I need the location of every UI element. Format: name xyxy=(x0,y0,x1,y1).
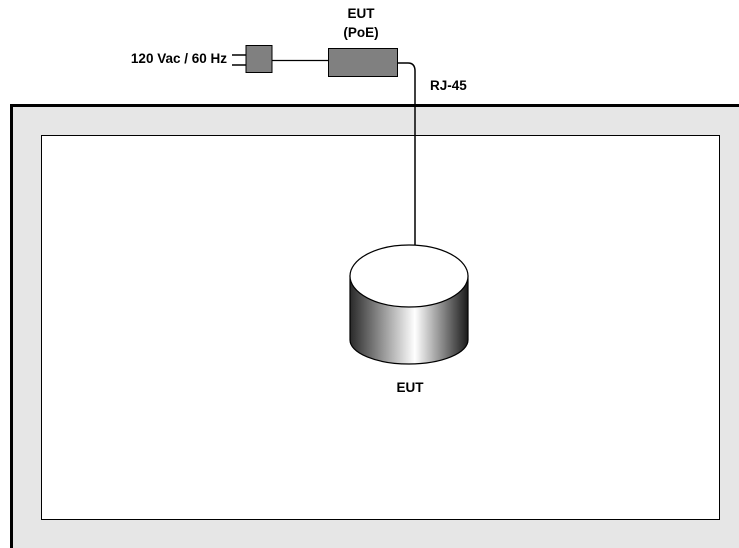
plug-body xyxy=(245,45,273,73)
rj45-label: RJ-45 xyxy=(430,78,467,93)
eut-cylinder-top xyxy=(349,244,469,308)
power-label: 120 Vac / 60 Hz xyxy=(131,51,227,66)
poe-injector-box xyxy=(328,48,398,77)
eut-label: EUT xyxy=(397,380,425,395)
poe-label-line1: EUT xyxy=(348,6,376,21)
rj45-cable xyxy=(397,62,416,252)
eut-device xyxy=(349,244,469,365)
poe-label-line2: (PoE) xyxy=(343,25,378,40)
power-plug xyxy=(232,45,273,73)
